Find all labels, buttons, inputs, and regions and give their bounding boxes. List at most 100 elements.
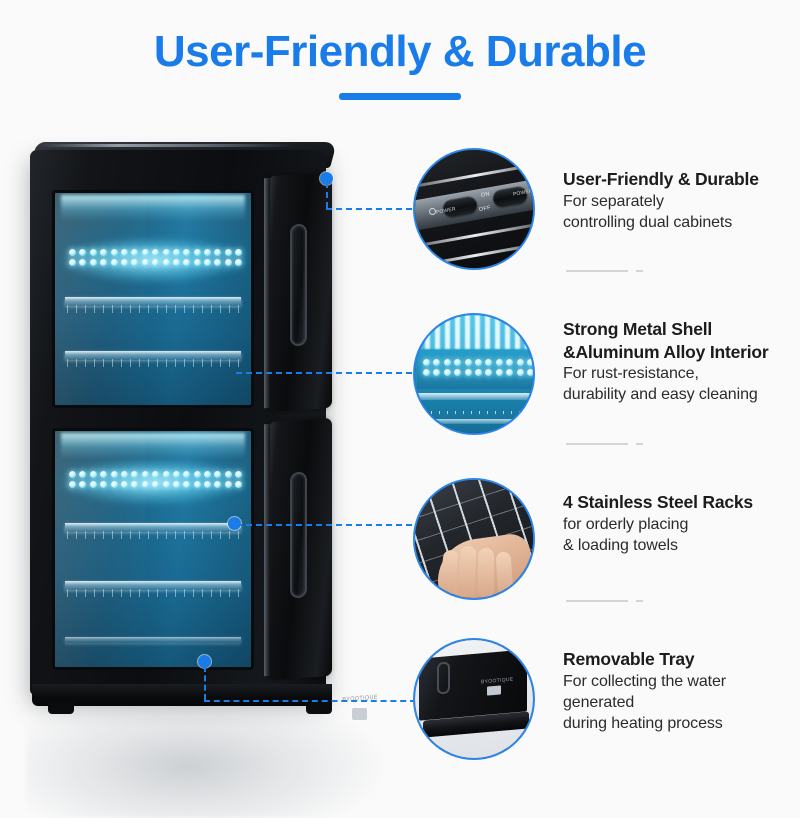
led-dot [79, 259, 87, 266]
led-dot [100, 481, 108, 488]
feature-thumb-steel-racks [413, 478, 535, 600]
thumb-shelf-1 [415, 393, 533, 400]
thumb-led-array [423, 359, 533, 376]
led-dot [423, 369, 430, 376]
led-dot [193, 249, 201, 256]
led-dot [485, 369, 493, 376]
led-dot [214, 259, 222, 266]
led-dot [224, 249, 232, 256]
led-dot [526, 359, 533, 366]
lower-rack-2 [65, 581, 241, 590]
ceiling-led-strip [415, 315, 533, 349]
led-dot [214, 249, 222, 256]
wire-rack-photo [415, 480, 533, 598]
led-row [423, 359, 533, 366]
led-dot [443, 359, 451, 366]
upper-led-array [69, 249, 243, 266]
led-dot [495, 369, 503, 376]
led-dot [193, 481, 201, 488]
cabinet-base [32, 684, 332, 706]
led-dot [193, 471, 201, 478]
led-dot [464, 369, 472, 376]
callout-line-h-user-friendly [326, 208, 412, 210]
led-dot [224, 471, 232, 478]
lower-rack-3 [65, 637, 241, 643]
callout-steel-racks: 4 Stainless Steel Racks for orderly plac… [563, 491, 798, 556]
led-dot [69, 249, 76, 256]
finger-3 [478, 548, 494, 598]
led-dot [495, 359, 503, 366]
callout-separator-2-dash [636, 443, 643, 445]
led-dot [172, 471, 180, 478]
lower-led-array [69, 471, 243, 488]
upper-rack-2-wires [67, 359, 239, 367]
lower-ceiling-glow [60, 433, 246, 459]
tray-door-handle [437, 661, 450, 695]
page-title-block: User-Friendly & Durable [0, 27, 800, 101]
led-dot [110, 481, 118, 488]
lower-rack-1-wires [67, 531, 239, 539]
led-dot [110, 471, 118, 478]
led-dot [464, 359, 472, 366]
callout-metal-shell: Strong Metal Shell &Aluminum Alloy Inter… [563, 318, 798, 406]
led-dot [433, 359, 441, 366]
callout-title-user-friendly: User-Friendly & Durable [563, 169, 759, 189]
led-dot [433, 369, 441, 376]
led-dot [79, 481, 87, 488]
led-dot [100, 471, 108, 478]
led-dot [69, 471, 76, 478]
led-dot [224, 481, 232, 488]
title-accent-bar [339, 93, 461, 101]
chrome-trim-bottom [415, 240, 533, 268]
led-row [69, 481, 243, 488]
led-dot [131, 471, 139, 478]
lower-rack-1 [65, 523, 241, 532]
led-dot [69, 259, 76, 266]
upper-door-handle[interactable] [290, 223, 307, 347]
led-dot [152, 471, 160, 478]
control-panel-photo: ON OFF POWER POWER [415, 150, 533, 268]
upper-rack-2 [65, 351, 241, 360]
callout-line-h-removable-tray [204, 700, 416, 702]
led-dot [454, 369, 462, 376]
led-dot [224, 259, 232, 266]
led-dot [183, 481, 191, 488]
led-row [69, 249, 243, 256]
led-dot [454, 359, 462, 366]
led-dot [141, 249, 149, 256]
callout-removable-tray: Removable Tray For collecting the water … [563, 648, 798, 734]
led-dot [474, 369, 482, 376]
upper-rack-1 [65, 297, 241, 306]
led-dot [204, 481, 212, 488]
led-dot [89, 471, 97, 478]
led-dot [506, 369, 514, 376]
led-dot [172, 481, 180, 488]
callout-separator-2 [566, 443, 628, 445]
callout-body-line-2-user-friendly: controlling dual cabinets [563, 213, 733, 231]
led-dot [485, 359, 493, 366]
led-dot [235, 249, 243, 256]
led-dot [79, 471, 87, 478]
led-dot [89, 481, 97, 488]
led-dot [69, 481, 76, 488]
led-dot [141, 259, 149, 266]
led-dot [204, 259, 212, 266]
callout-dot-steel-racks [228, 517, 241, 530]
callout-user-friendly: User-Friendly & Durable For separately c… [563, 168, 798, 233]
led-dot [131, 249, 139, 256]
cabinet-bottom-body [419, 649, 527, 721]
led-dot [162, 481, 170, 488]
led-dot [152, 249, 160, 256]
lower-cabinet-window [52, 428, 254, 670]
led-dot [214, 471, 222, 478]
upper-rack-1-wires [67, 305, 239, 313]
callout-title-line-2-metal-shell: &Aluminum Alloy Interior [563, 341, 769, 362]
callout-title-line-1-metal-shell: Strong Metal Shell [563, 319, 713, 339]
led-dot [89, 259, 97, 266]
lower-door-handle[interactable] [290, 471, 307, 599]
led-dot [235, 471, 243, 478]
led-dot [183, 259, 191, 266]
callout-body-line-2-metal-shell: durability and easy cleaning [563, 386, 758, 404]
callout-body-line-2-steel-racks: & loading towels [563, 536, 678, 554]
led-dot [120, 259, 128, 266]
